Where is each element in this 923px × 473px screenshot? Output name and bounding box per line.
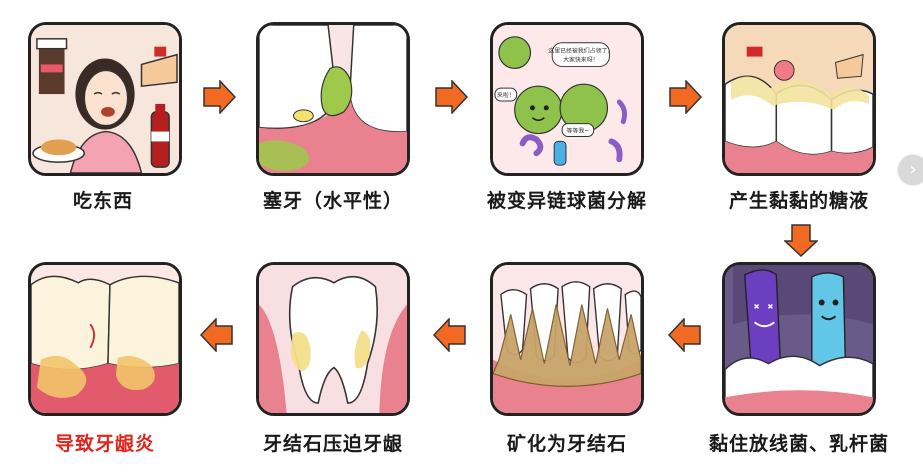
step-label-food-impaction: 塞牙（水平性） xyxy=(262,190,403,212)
step-image-food-impaction xyxy=(256,22,410,176)
next-slide-button[interactable]: › xyxy=(898,155,923,185)
step-label-tartar-pressing-gum: 牙结石压迫牙龈 xyxy=(262,433,403,455)
step-label-actinomyces-lactobacillus: 黏住放线菌、乳杆菌 xyxy=(708,433,889,455)
step-label-gingivitis: 导致牙龈炎 xyxy=(54,433,155,455)
step-label-bacteria: 被变异链球菌分解 xyxy=(486,190,647,212)
arrow-right-icon xyxy=(434,80,468,114)
step-label-sticky-sugar: 产生黏黏的糖液 xyxy=(728,190,869,212)
step-label-mineralized-tartar: 矿化为牙结石 xyxy=(506,433,627,455)
speech-bubble-2: 来啦！ xyxy=(497,91,515,99)
arrow-right-icon xyxy=(668,80,702,114)
arrow-right-icon xyxy=(202,80,236,114)
step-image-eating xyxy=(28,22,182,176)
step-image-gingivitis xyxy=(28,262,182,416)
arrow-left-icon xyxy=(200,318,234,352)
speech-bubble-3: 等等我~ xyxy=(567,127,590,135)
step-image-bacteria: 这里已经被我们占领了， 大家快来呀！ 来啦！ 等等我~ xyxy=(490,22,644,176)
step-image-actinomyces-lactobacillus xyxy=(722,262,876,416)
speech-bubble-1-line1: 这里已经被我们占领了， xyxy=(548,47,613,55)
arrow-left-icon xyxy=(433,318,467,352)
speech-bubble-1-line2: 大家快来呀！ xyxy=(563,56,598,64)
step-image-sticky-sugar xyxy=(722,22,876,176)
step-image-tartar-pressing-gum xyxy=(256,262,410,416)
arrow-down-icon xyxy=(784,223,818,257)
arrow-left-icon xyxy=(668,318,702,352)
step-label-eating: 吃东西 xyxy=(72,190,133,212)
step-image-mineralized-tartar xyxy=(490,262,644,416)
